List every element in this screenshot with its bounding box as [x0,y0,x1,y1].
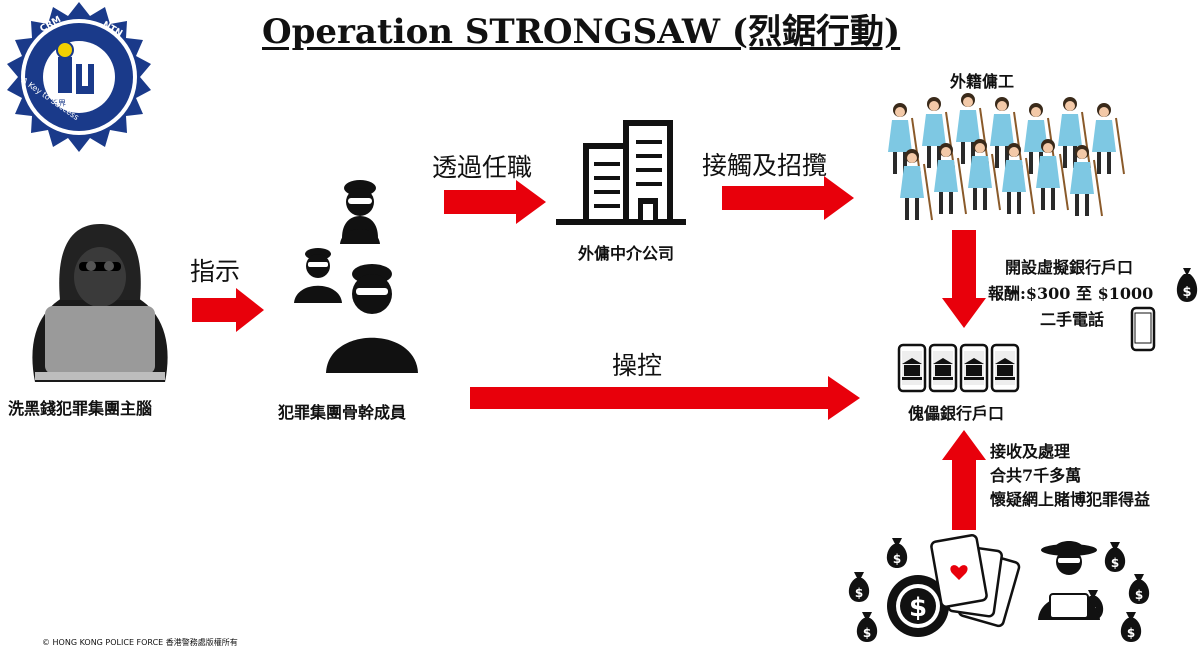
core-members-label: 犯罪集團骨幹成員 [278,403,407,422]
money-bag-icon: $ [1120,612,1142,642]
agency-label: 外傭中介公司 [578,244,675,263]
domestic-helper-icon [990,97,1023,169]
phone-account-icon [990,343,1020,393]
svg-text:$: $ [1127,626,1135,640]
recruit-terms-line2: 報酬:$300 至 $1000 [988,284,1154,303]
phone-account-icon [959,343,989,393]
edge-label-contact: 接觸及招攬 [702,151,828,180]
copyright-notice: © HONG KONG POLICE FORCE 香港警務處版權所有 [42,638,238,647]
domestic-helper-icon [956,93,989,165]
edge-label-via-job: 透過任職 [432,153,533,182]
accounts-label: 傀儡銀行戶口 [908,404,1005,423]
arrow-instruct [192,288,264,332]
playing-cards-icon [930,534,1021,628]
arrow-proceeds [942,430,986,530]
recruit-terms-line1: 開設虛擬銀行戶口 [1005,258,1134,277]
svg-text:$: $ [1111,556,1119,570]
domestic-helper-group [888,93,1125,221]
money-bag-icon: $ [1104,542,1126,572]
svg-text:$: $ [909,593,927,623]
domestic-helper-icon [1058,97,1091,169]
hooded-hacker-icon [32,224,168,382]
mastermind-label: 洗黑錢犯罪集團主腦 [8,399,153,418]
logo-district: 新界 [50,98,66,108]
svg-text:$: $ [1135,588,1143,602]
gambler-hacker-icon [1038,541,1100,620]
svg-text:$: $ [893,552,901,566]
money-bag-icon: $ [1128,574,1150,604]
domestic-helper-icon [1002,143,1035,215]
phone-account-icon [928,343,958,393]
svg-text:$: $ [1182,285,1191,300]
proceeds-line3: 懷疑網上賭博犯罪得益 [990,490,1151,509]
casino-chip-icon: $ [887,575,949,637]
domestic-helper-icon [1092,103,1125,175]
proceeds-line1: 接收及處理 [990,442,1071,461]
office-building-icon [556,120,686,225]
arrow-open-accounts [942,230,986,328]
edge-label-control: 操控 [612,351,663,380]
smartphone-icon [1130,306,1156,352]
arrow-via-job [444,180,546,224]
smartphone-bank-icon [897,343,1020,393]
money-bag-icon: $ [848,572,870,602]
phone-account-icon [897,343,927,393]
helpers-label: 外籍傭工 [950,72,1015,91]
page-title: Operation STRONGSAW (烈鋸行動) [262,12,901,52]
edge-label-instruct: 指示 [190,257,241,286]
proceeds-line2: 合共7千多萬 [990,466,1082,485]
money-bag-icon: $ [856,612,878,642]
money-bag-icon: $ [1176,268,1198,302]
arrow-control [470,376,860,420]
domestic-helper-icon [922,97,955,169]
police-badge-icon: CRM NTN 新界 A Key to Success [7,2,151,152]
domestic-helper-icon [1070,145,1103,217]
domestic-helper-icon [934,143,967,215]
recruit-terms-line3: 二手電話 [1040,310,1105,329]
domestic-helper-icon [1036,139,1069,211]
svg-text:$: $ [855,586,863,600]
domestic-helper-icon [900,149,933,221]
masked-robber-icon [294,180,418,373]
svg-text:$: $ [863,626,871,640]
arrow-contact [722,176,854,220]
domestic-helper-icon [968,139,1001,211]
domestic-helper-icon [888,103,921,175]
money-bag-icon: $ [886,538,908,568]
